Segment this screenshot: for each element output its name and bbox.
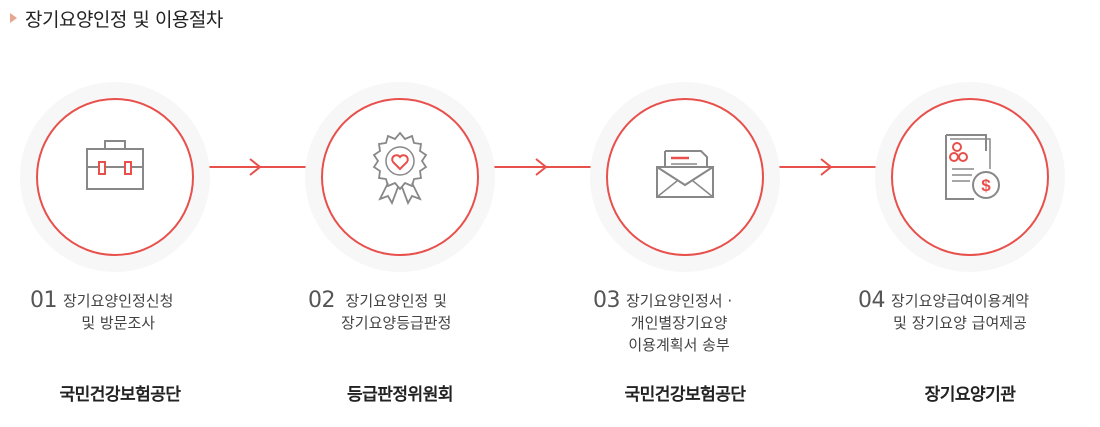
step-2-description: 장기요양인정 및 장기요양등급판정	[341, 292, 452, 332]
step-3-number: 03	[593, 288, 621, 313]
chevron-right-icon	[249, 158, 262, 176]
step-4-description: 장기요양급여이용계약 및 장기요양 급여제공	[891, 292, 1030, 332]
step-2-label: 02 장기요양인정 및 장기요양등급판정	[308, 288, 451, 334]
svg-text:$: $	[981, 176, 991, 195]
chevron-right-icon	[820, 158, 833, 176]
step-4-organization: 장기요양기관	[924, 385, 1016, 405]
step-3-description: 장기요양인정서 · 개인별장기요양 이용계획서 송부	[626, 292, 733, 354]
step-4-label: 04 장기요양급여이용계약 및 장기요양 급여제공	[858, 288, 1029, 334]
step-1-description: 장기요양인정신청 및 방문조사	[63, 292, 174, 332]
bullet-arrow-icon	[10, 13, 17, 23]
briefcase-icon	[86, 140, 144, 190]
step-2-circle	[305, 82, 495, 272]
envelope-letter-icon	[656, 150, 714, 198]
step-3-circle	[590, 82, 780, 272]
chevron-right-icon	[535, 158, 548, 176]
step-4-circle: $	[875, 82, 1065, 272]
step-1-label: 01 장기요양인정신청 및 방문조사	[30, 288, 173, 334]
document-money-icon: $	[945, 134, 1000, 200]
step-3-organization: 국민건강보험공단	[624, 385, 746, 405]
step-1-circle	[20, 82, 210, 272]
step-1-organization: 국민건강보험공단	[59, 385, 181, 405]
section-title: 장기요양인정 및 이용절차	[25, 8, 223, 31]
step-4-number: 04	[858, 288, 886, 313]
step-1-number: 01	[30, 288, 58, 313]
award-ribbon-icon	[372, 131, 428, 206]
step-2-organization: 등급판정위원회	[347, 385, 453, 405]
step-2-number: 02	[308, 288, 336, 313]
step-3-label: 03 장기요양인정서 · 개인별장기요양 이용계획서 송부	[593, 288, 732, 356]
section-heading: 장기요양인정 및 이용절차	[10, 6, 223, 31]
